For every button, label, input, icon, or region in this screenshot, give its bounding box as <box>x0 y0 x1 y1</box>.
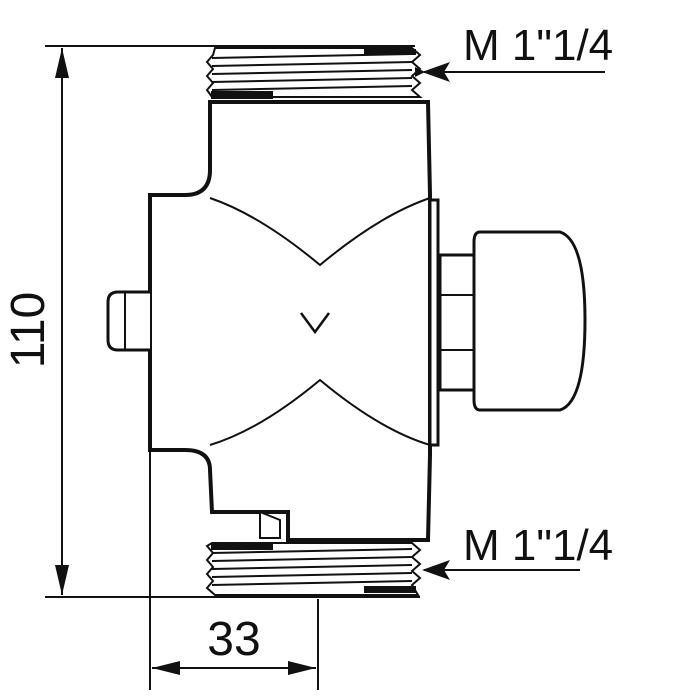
top-thread-label: M 1"1/4 <box>463 21 613 70</box>
bottom-thread-callout: M 1"1/4 <box>422 521 613 580</box>
bottom-thread <box>205 542 422 596</box>
bottom-thread-label: M 1"1/4 <box>463 521 613 570</box>
width-dimension: 33 <box>149 452 319 690</box>
left-stub <box>106 290 150 352</box>
valve-body <box>148 100 440 542</box>
push-button <box>438 230 587 412</box>
top-thread <box>205 47 423 99</box>
height-label: 110 <box>2 292 55 369</box>
logo-chevron-icon <box>299 312 331 335</box>
top-thread-callout: M 1"1/4 <box>415 21 613 82</box>
height-dimension: 110 <box>2 48 69 595</box>
width-label: 33 <box>207 613 260 666</box>
